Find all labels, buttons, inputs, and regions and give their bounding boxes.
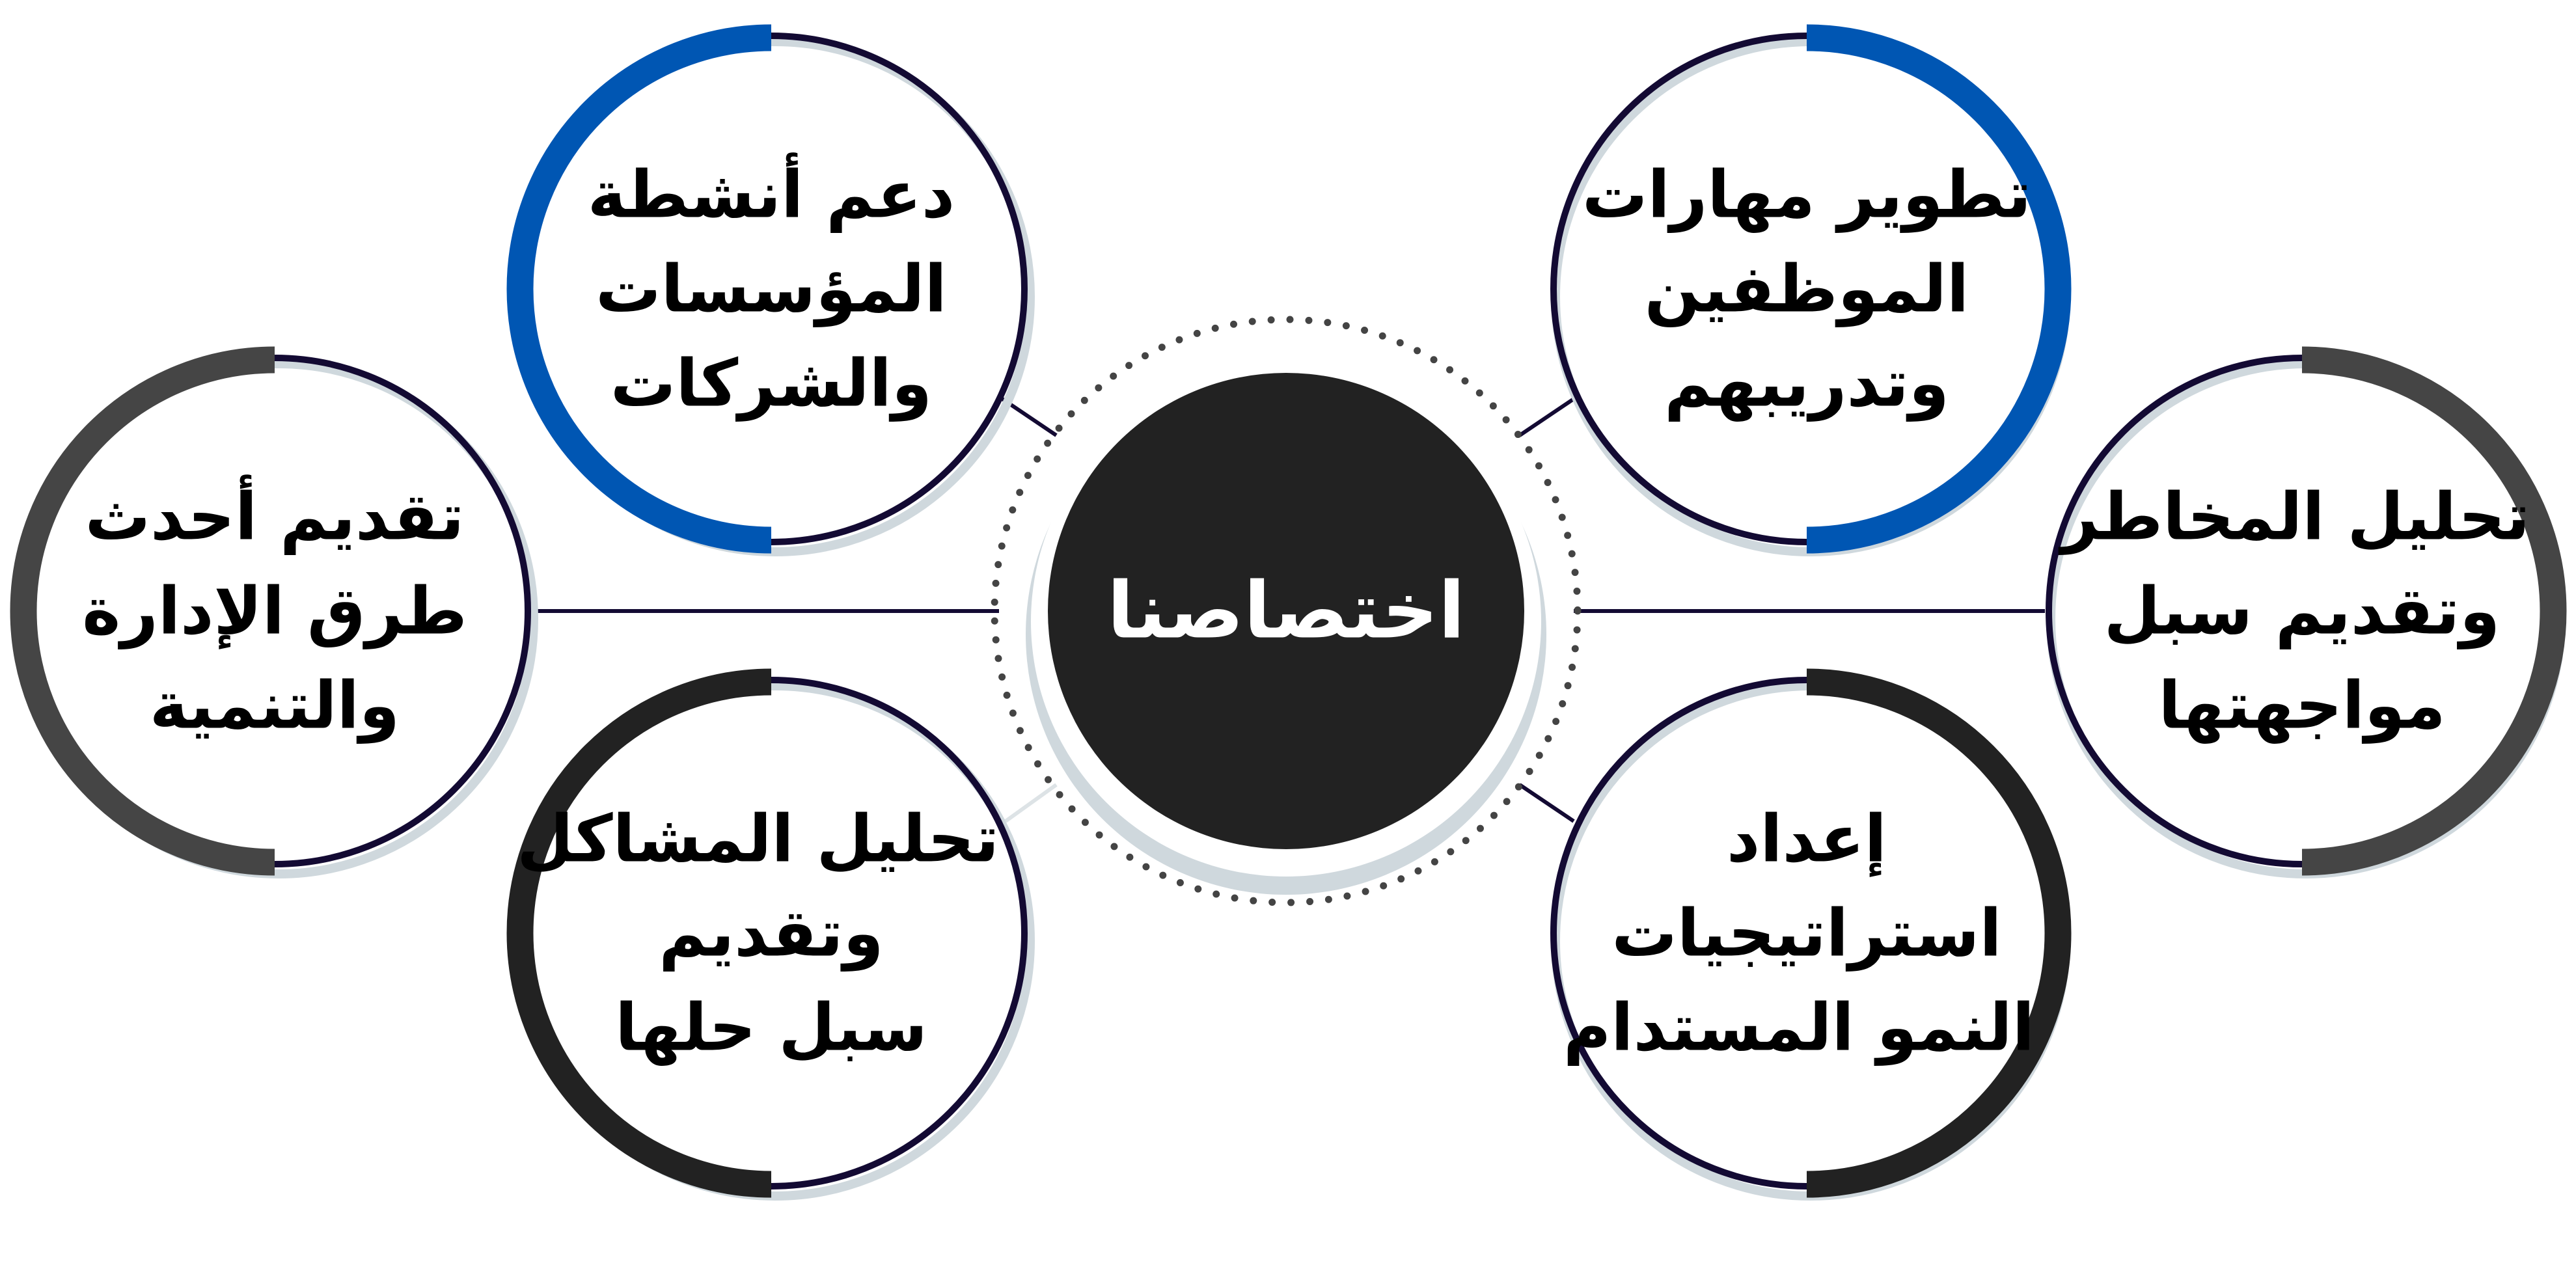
accent-arc (506, 668, 772, 1198)
label-line: إعداد (1727, 800, 1887, 877)
accent-arc (506, 24, 772, 554)
connectors (534, 397, 2045, 823)
label-line: وتدريبهم (1664, 345, 1949, 422)
label-line: استراتيجيات (1611, 895, 2002, 972)
label-line: تقديم أحدث (85, 478, 465, 555)
accent-arc (1806, 668, 2072, 1198)
accent-arc (2301, 346, 2567, 876)
accent-arc (1806, 24, 2072, 554)
ring-top-right (1550, 24, 2072, 556)
connector-bottom-left (1004, 783, 1058, 823)
label-line: تحليل المشاكل (517, 800, 999, 877)
dotted-ring (991, 316, 1582, 906)
center-title: اختصاصنا (1107, 565, 1465, 657)
label-bottom-right: إعداد استراتيجيات النمو المستدام (1563, 792, 2035, 1075)
circle-fill (1554, 36, 2060, 542)
hub-circle (1048, 373, 1524, 849)
label-line: والشركات (610, 345, 933, 422)
label-line: تحليل المخاطر (2061, 478, 2530, 555)
circle-fill (518, 36, 1024, 542)
label-top-left: دعم أنشطة المؤسسات والشركات (543, 148, 999, 431)
accent-arc (10, 346, 275, 876)
label-right: تحليل المخاطر وتقديم سبل مواجهتها (2061, 470, 2530, 753)
circle-fill (21, 358, 528, 864)
ring-bottom-left (506, 668, 1035, 1201)
label-line: تطوير مهارات (1582, 156, 2032, 233)
ring-bottom-right (1550, 668, 2072, 1201)
label-line: وتقديم (659, 895, 884, 972)
label-bottom-left: تحليل المشاكل وتقديم سبل حلها (517, 792, 999, 1075)
label-line: مواجهتها (2158, 667, 2446, 744)
label-line: وتقديم سبل (2103, 573, 2501, 649)
label-line: سبل حلها (615, 989, 927, 1066)
circle-fill (518, 680, 1024, 1186)
label-top-right: تطوير مهارات الموظفين وتدريبهم (1579, 148, 2035, 431)
circle-fill (1554, 680, 2060, 1186)
label-line: النمو المستدام (1563, 989, 2035, 1066)
ring-right (2046, 346, 2567, 878)
label-line: المؤسسات (596, 251, 947, 327)
circle-fill (2049, 358, 2555, 864)
label-line: الموظفين (1644, 251, 1969, 327)
connector-top-left (1001, 397, 1058, 437)
center-hub (991, 316, 1582, 906)
label-left: تقديم أحدث طرق الإدارة والتنمية (47, 470, 502, 753)
ring-left (10, 346, 538, 878)
connector-top-right (1518, 397, 1575, 437)
connector-bottom-right (1518, 783, 1575, 823)
label-line: دعم أنشطة (587, 156, 955, 233)
ring-top-left (506, 24, 1035, 556)
label-line: والتنمية (149, 667, 400, 744)
label-line: طرق الإدارة (82, 573, 467, 649)
